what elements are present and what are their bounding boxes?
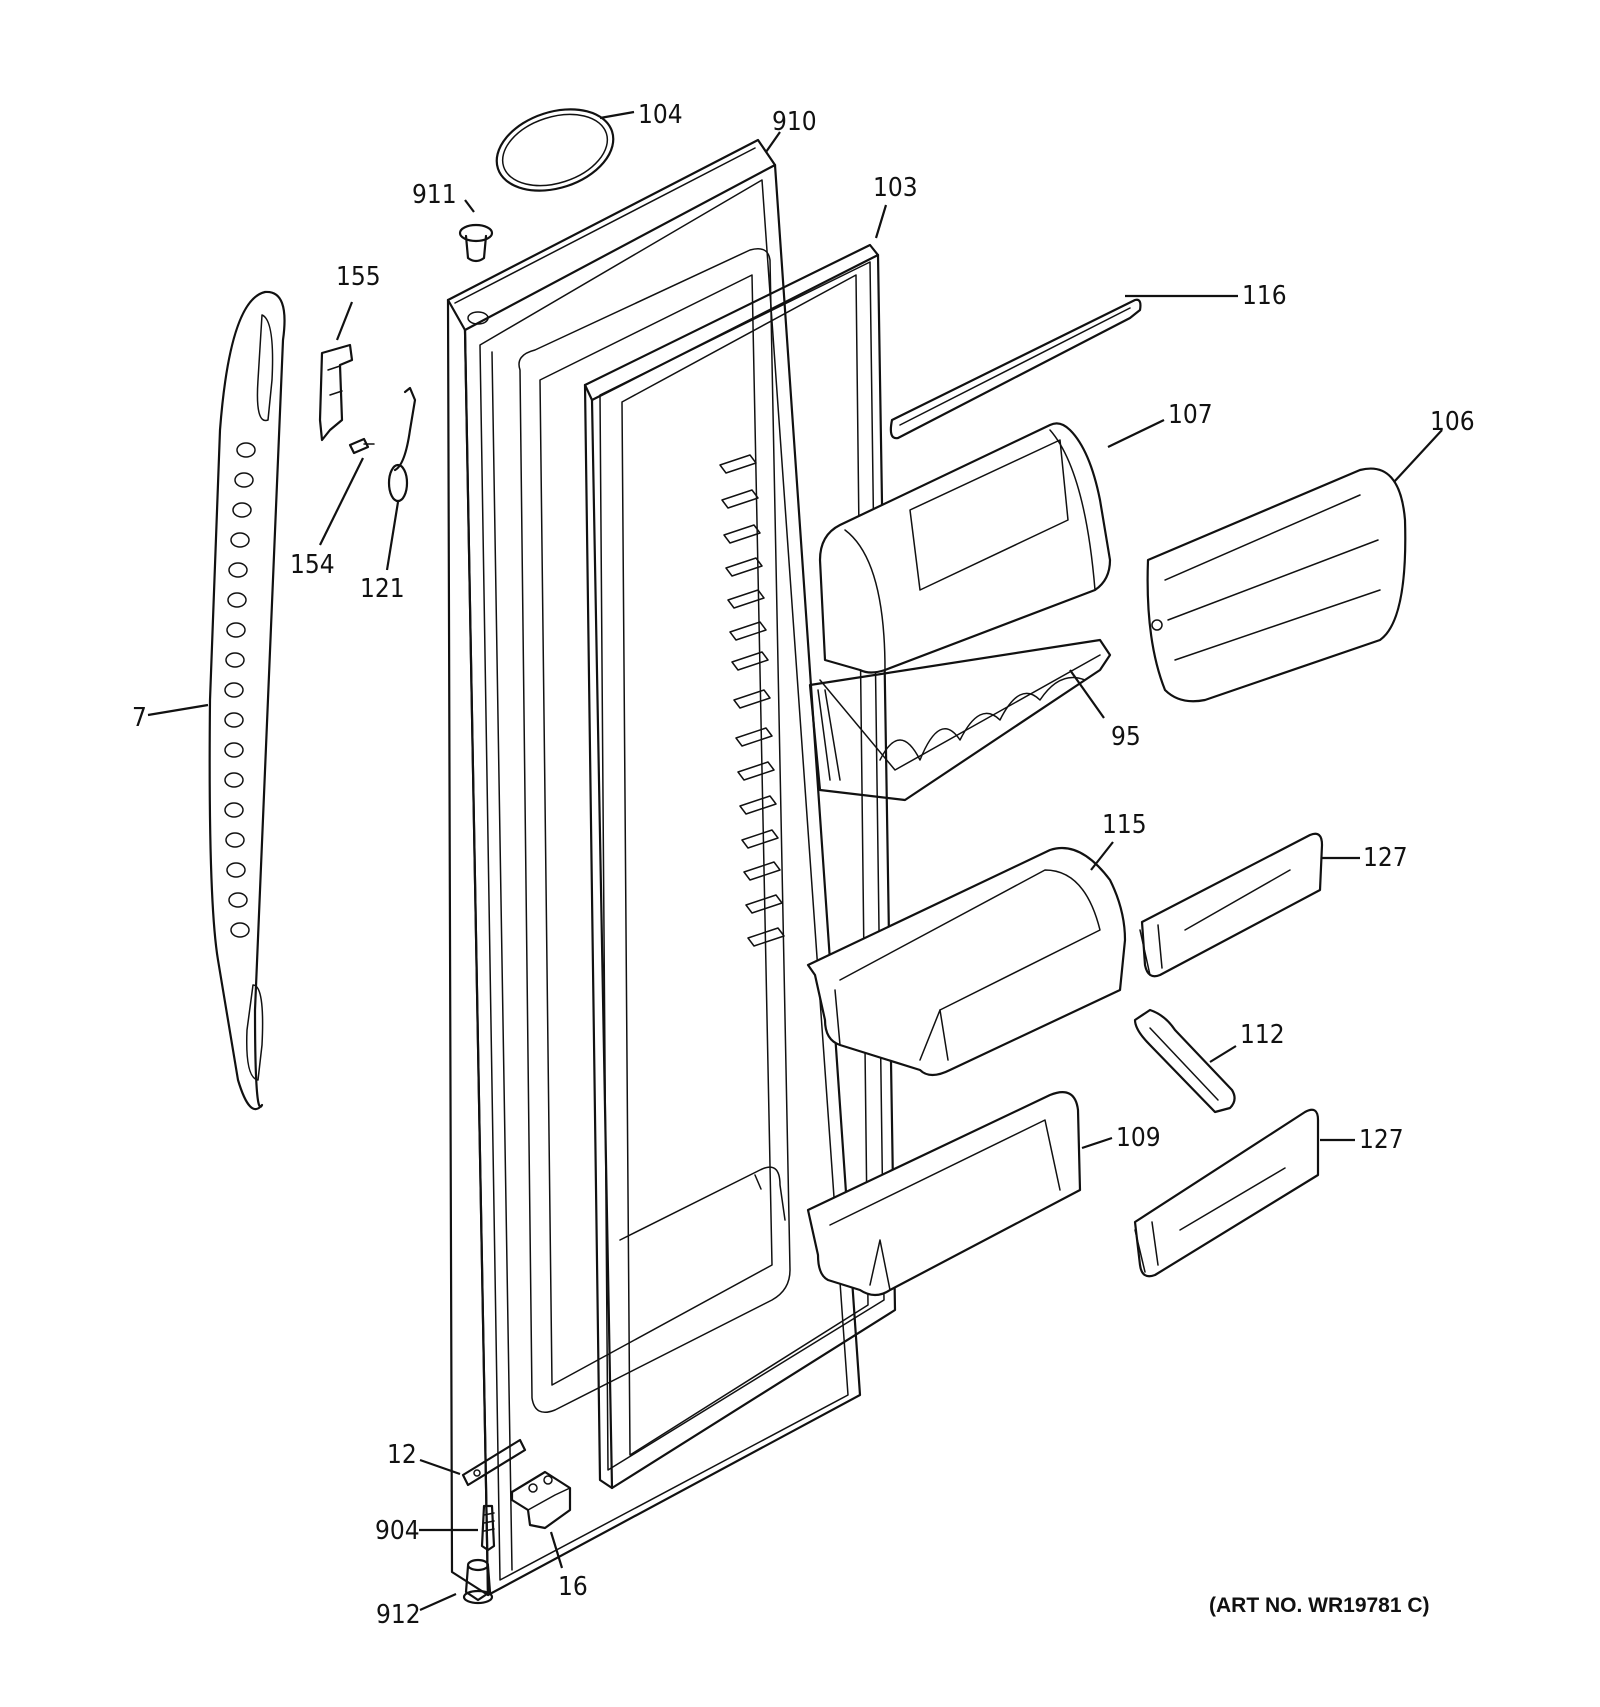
callout-904: 904: [375, 1516, 420, 1546]
wire-rack-95: [808, 638, 1112, 802]
callout-95: 95: [1111, 722, 1141, 752]
door-liner-103: [583, 243, 897, 1490]
leader-lines: [147, 110, 1443, 1612]
callout-127-lower: 127: [1359, 1125, 1404, 1155]
plug-912: [462, 1558, 494, 1605]
cam-121: [387, 386, 417, 503]
bin-115: [806, 846, 1127, 1077]
handle-7: [208, 290, 286, 1111]
cap-127-lower: [1133, 1108, 1320, 1278]
plug-911: [458, 223, 494, 263]
bin-rail-116: [889, 298, 1142, 440]
callout-7: 7: [132, 703, 147, 733]
callout-115: 115: [1102, 810, 1147, 840]
cap-112: [1133, 1008, 1236, 1114]
bracket-155: [318, 343, 354, 442]
art-number: (ART NO. WR19781 C): [1209, 1594, 1430, 1617]
seal-ring-104: [495, 108, 615, 192]
callout-12: 12: [387, 1440, 417, 1470]
door-outer-910: [446, 138, 862, 1597]
screw-154: [348, 437, 375, 455]
callout-127-upper: 127: [1363, 843, 1408, 873]
callout-912: 912: [376, 1600, 421, 1630]
callout-103: 103: [873, 173, 918, 203]
callout-107: 107: [1168, 400, 1213, 430]
callout-104: 104: [638, 100, 683, 130]
callout-112: 112: [1240, 1020, 1285, 1050]
callout-910: 910: [772, 107, 817, 137]
callout-labels: 104 910 911 103 155 116 107 106 154 121 …: [132, 100, 1475, 1630]
hinge-bracket-16: [510, 1470, 572, 1530]
callout-154: 154: [290, 550, 335, 580]
callout-116: 116: [1242, 281, 1287, 311]
callout-121: 121: [360, 574, 405, 604]
screw-904: [480, 1504, 496, 1552]
callout-109: 109: [1116, 1123, 1161, 1153]
cap-127-upper: [1139, 832, 1324, 978]
bin-107: [818, 422, 1112, 674]
bin-109: [806, 1091, 1082, 1297]
hinge-12: [461, 1438, 527, 1487]
callout-155: 155: [336, 262, 381, 292]
liner-notches: [719, 454, 785, 947]
callout-16: 16: [558, 1572, 588, 1602]
callout-106: 106: [1430, 407, 1475, 437]
handle-grip-ribs: [224, 442, 256, 938]
callout-911: 911: [412, 180, 457, 210]
bin-106: [1146, 467, 1407, 703]
